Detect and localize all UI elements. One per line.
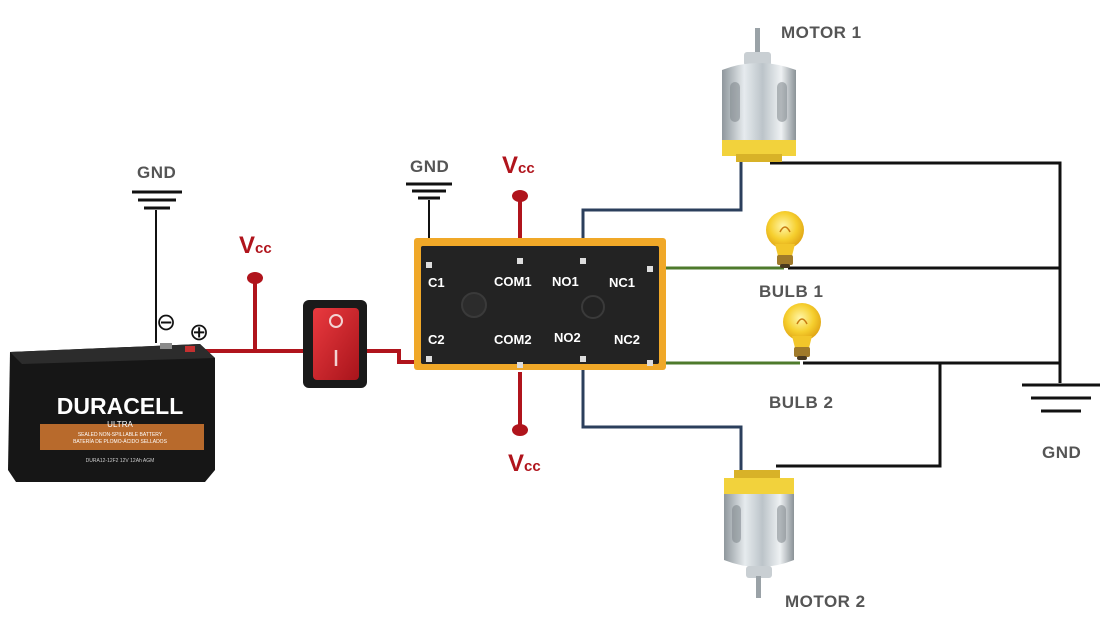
motor2-label: MOTOR 2 xyxy=(785,592,866,611)
vcc-dot xyxy=(512,190,528,202)
vcc-dot xyxy=(247,272,263,284)
lightbulb-icon xyxy=(783,303,821,360)
vcc-v: V xyxy=(508,450,525,477)
lightbulb-icon xyxy=(766,211,804,268)
vcc-label-relay-top: Vcc xyxy=(502,152,535,180)
bulb2-label: BULB 2 xyxy=(769,393,834,412)
pin-nc1: NC1 xyxy=(609,275,636,290)
no1-motor1-wire xyxy=(581,160,743,262)
relay-icon xyxy=(414,238,666,370)
vcc-dot xyxy=(512,424,528,436)
gnd-label-right: GND xyxy=(1042,443,1082,462)
switch-to-relay-wire xyxy=(365,349,424,364)
battery-brand-text: DURACELL xyxy=(57,393,184,419)
battery-fine-print-3: DURA12-12F2 12V 12Ah AGM xyxy=(86,458,155,464)
motor-icon xyxy=(724,470,794,598)
pin-com2: COM2 xyxy=(494,332,532,347)
no2-motor2-wire xyxy=(581,360,743,480)
pin-nc2: NC2 xyxy=(614,332,641,347)
vcc-sub: cc xyxy=(255,240,272,257)
bulb1-label: BULB 1 xyxy=(759,282,824,301)
pin-c1: C1 xyxy=(428,275,445,290)
battery-icon: DURACELL ULTRA SEALED NON-SPILLABLE BATT… xyxy=(8,343,215,482)
vcc-label-left: Vcc xyxy=(239,232,272,260)
motor1-gnd-wire xyxy=(770,161,1062,383)
vcc-sub: cc xyxy=(524,458,541,475)
ground-symbol-icon xyxy=(132,190,182,210)
rocker-switch-icon xyxy=(303,300,367,388)
vcc-label-relay-bottom: Vcc xyxy=(508,450,541,478)
vcc-sub: cc xyxy=(518,160,535,177)
battery-fine-print-1: SEALED NON-SPILLABLE BATTERY xyxy=(78,432,163,438)
battery-fine-print-2: BATERÍA DE PLOMO-ÁCIDO SELLADOS xyxy=(73,438,167,445)
ground-symbol-icon xyxy=(1022,383,1100,413)
motor2-gnd-wire xyxy=(776,363,942,468)
pin-no2: NO2 xyxy=(554,330,581,345)
gnd-label-battery: GND xyxy=(137,163,177,182)
vcc-v: V xyxy=(502,152,519,179)
ground-symbol-icon xyxy=(406,182,452,200)
gnd-label-relay: GND xyxy=(410,157,450,176)
pin-no1: NO1 xyxy=(552,274,579,289)
motor1-label: MOTOR 1 xyxy=(781,23,862,42)
pin-com1: COM1 xyxy=(494,274,532,289)
minus-terminal-icon: ⊖ xyxy=(156,308,177,336)
battery-line-text: ULTRA xyxy=(107,420,133,429)
plus-terminal-icon: ⊕ xyxy=(189,318,210,346)
vcc-v: V xyxy=(239,232,256,259)
motor-icon xyxy=(722,28,796,162)
pin-c2: C2 xyxy=(428,332,445,347)
wires xyxy=(155,160,1062,480)
